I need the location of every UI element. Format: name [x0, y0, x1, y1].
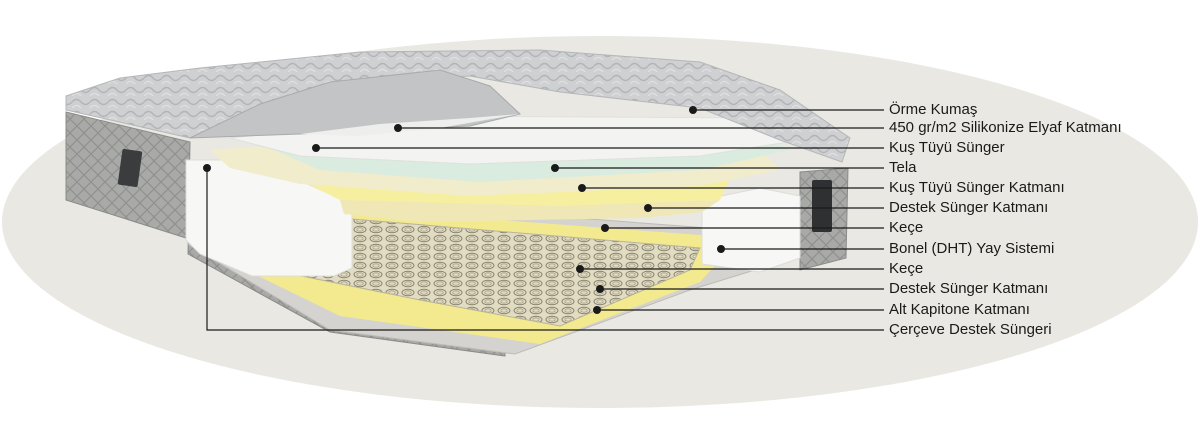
leader-dot-12	[203, 164, 212, 173]
leader-dot-8	[716, 245, 725, 254]
label-knitted-fabric: Örme Kumaş	[889, 101, 978, 118]
label-bottom-quilt: Alt Kapitone Katmanı	[889, 301, 1030, 318]
upper-felt-layer	[340, 200, 720, 222]
label-tela: Tela	[889, 159, 917, 176]
peeled-fabric-highlight	[300, 114, 520, 136]
leader-dot-6	[643, 204, 652, 213]
label-feather-foam-layer: Kuş Tüyü Sünger Katmanı	[889, 179, 1065, 196]
label-bonnell-spring: Bonel (DHT) Yay Sistemi	[889, 240, 1055, 257]
leader-lines	[203, 105, 884, 331]
label-frame-foam: Çerçeve Destek Süngeri	[889, 321, 1052, 338]
leader-dot-5	[577, 184, 586, 193]
mattress-handle-tag	[812, 180, 832, 232]
leader-dot-4	[550, 164, 559, 173]
mattress-brand-tag	[117, 149, 143, 187]
leader-dot-11	[592, 306, 601, 315]
leader-dot-7	[600, 224, 609, 233]
label-siliconized-fibre: 450 gr/m2 Silikonize Elyaf Katmanı	[889, 119, 1122, 136]
leader-dot-3	[312, 144, 321, 153]
label-support-foam-upper: Destek Sünger Katmanı	[889, 199, 1049, 216]
label-support-foam-lower: Destek Sünger Katmanı	[889, 280, 1049, 297]
leader-dot-9	[575, 265, 584, 274]
leader-dot-10	[595, 285, 604, 294]
label-feather-foam: Kuş Tüyü Sünger	[889, 139, 1005, 156]
label-felt-lower: Keçe	[889, 260, 924, 277]
leader-dot-1	[688, 105, 697, 114]
leader-dot-2	[394, 123, 403, 132]
label-felt-upper: Keçe	[889, 219, 924, 236]
